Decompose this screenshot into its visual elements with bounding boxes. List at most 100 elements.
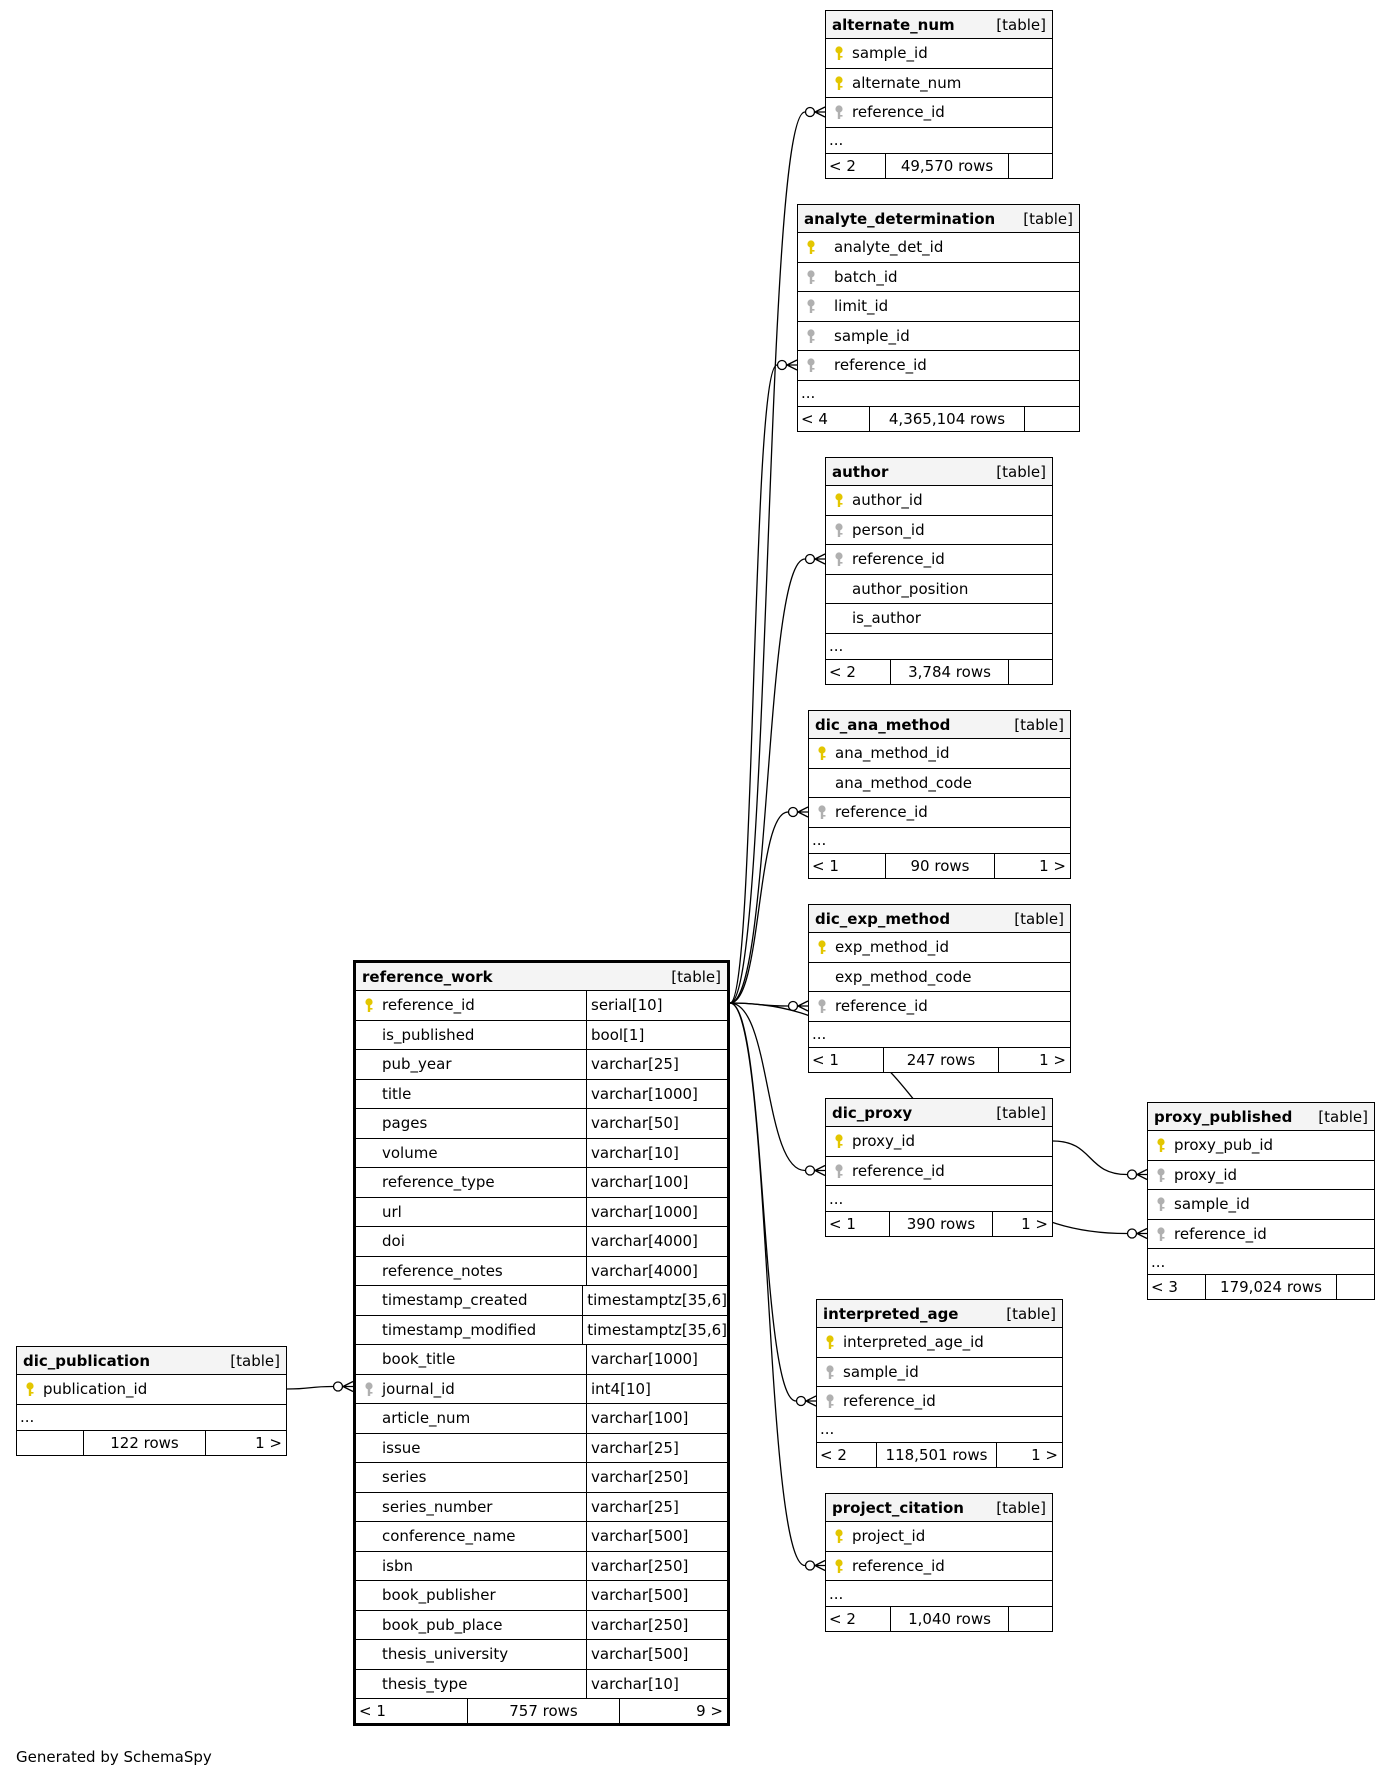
children-count[interactable] — [1009, 1607, 1052, 1631]
column-row[interactable]: person_id — [826, 516, 1052, 545]
parents-count[interactable]: < 2 — [817, 1442, 877, 1467]
table-interpreted-age[interactable]: interpreted_age[table]interpreted_age_id… — [816, 1299, 1063, 1468]
column-row[interactable]: reference_id — [798, 351, 1079, 381]
column-row[interactable]: author_id — [826, 486, 1052, 516]
column-row[interactable]: reference_id — [826, 1552, 1052, 1581]
column-name: reference_id — [834, 356, 927, 375]
column-row[interactable]: ana_method_code — [809, 769, 1070, 798]
column-row[interactable]: ana_method_id — [809, 739, 1070, 769]
children-count[interactable]: 1 > — [1039, 1050, 1066, 1069]
column-row[interactable]: author_position — [826, 575, 1052, 604]
column-row[interactable]: reference_id — [826, 1157, 1052, 1186]
parents-count[interactable]: < 1 — [809, 1047, 884, 1072]
children-count[interactable]: 1 > — [1039, 856, 1066, 875]
table-name: alternate_num — [832, 15, 955, 34]
column-row[interactable]: limit_id — [798, 292, 1079, 322]
column-row[interactable]: reference_id — [809, 798, 1070, 828]
parents-count[interactable]: < 1 — [826, 1212, 890, 1236]
parents-count[interactable]: < 1 — [356, 1699, 468, 1723]
column-row[interactable]: sample_id — [817, 1358, 1062, 1387]
blank-icon — [362, 1115, 376, 1131]
column-row[interactable]: alternate_num — [826, 69, 1052, 98]
foreign-key-icon — [804, 357, 818, 373]
column-row[interactable]: reference_id — [1148, 1220, 1374, 1249]
column-row[interactable]: exp_method_id — [809, 933, 1070, 963]
parents-count[interactable]: < 1 — [809, 853, 886, 878]
children-count[interactable] — [1337, 1275, 1374, 1299]
children-count[interactable] — [1009, 154, 1052, 178]
children-count[interactable]: 1 > — [255, 1433, 282, 1452]
column-row[interactable]: publication_id — [17, 1375, 286, 1405]
children-count[interactable] — [1009, 660, 1052, 684]
column-type: varchar[500] — [586, 1522, 727, 1551]
column-name: timestamp_modified — [382, 1320, 537, 1339]
children-count[interactable]: 1 > — [1021, 1215, 1048, 1233]
column-row[interactable]: proxy_id — [1148, 1161, 1374, 1190]
crows-foot-marker — [804, 106, 826, 118]
parents-count[interactable]: < 2 — [826, 1607, 891, 1631]
children-count[interactable]: 9 > — [696, 1702, 723, 1720]
column-row[interactable]: is_author — [826, 604, 1052, 634]
column-row[interactable]: sample_id — [1148, 1190, 1374, 1220]
parents-count[interactable]: < 2 — [826, 153, 886, 178]
parents-count[interactable] — [17, 1430, 84, 1455]
column-row[interactable]: reference_id — [817, 1387, 1062, 1417]
table-kind-label: [table] — [671, 967, 721, 986]
parents-count[interactable]: < 3 — [1148, 1275, 1206, 1299]
children-count[interactable] — [1025, 407, 1079, 431]
primary-key-icon — [832, 45, 846, 61]
foreign-key-icon — [832, 104, 846, 120]
column-row[interactable]: proxy_pub_id — [1148, 1131, 1374, 1161]
column-row[interactable]: sample_id — [798, 322, 1079, 351]
column-row[interactable]: analyte_det_id — [798, 233, 1079, 263]
column-row[interactable]: reference_id — [809, 992, 1070, 1022]
column-row[interactable]: sample_id — [826, 39, 1052, 69]
table-analyte-determination[interactable]: analyte_determination[table]analyte_det_… — [797, 204, 1080, 432]
column-row[interactable]: reference_id — [826, 98, 1052, 128]
column-row[interactable]: interpreted_age_id — [817, 1328, 1062, 1358]
column-row[interactable]: exp_method_code — [809, 963, 1070, 992]
row-count: 247 rows — [884, 1047, 999, 1072]
blank-icon — [362, 1617, 376, 1633]
column-row[interactable]: batch_id — [798, 263, 1079, 292]
column-row[interactable]: project_id — [826, 1522, 1052, 1552]
table-dic-publication[interactable]: dic_publication[table]publication_id...1… — [16, 1346, 287, 1456]
parents-count[interactable]: < 2 — [826, 659, 891, 684]
column-row[interactable]: reference_id — [826, 545, 1052, 575]
parents-count[interactable]: < 4 — [798, 406, 870, 431]
children-count[interactable]: 1 > — [1031, 1445, 1058, 1464]
column-row[interactable]: proxy_id — [826, 1127, 1052, 1157]
